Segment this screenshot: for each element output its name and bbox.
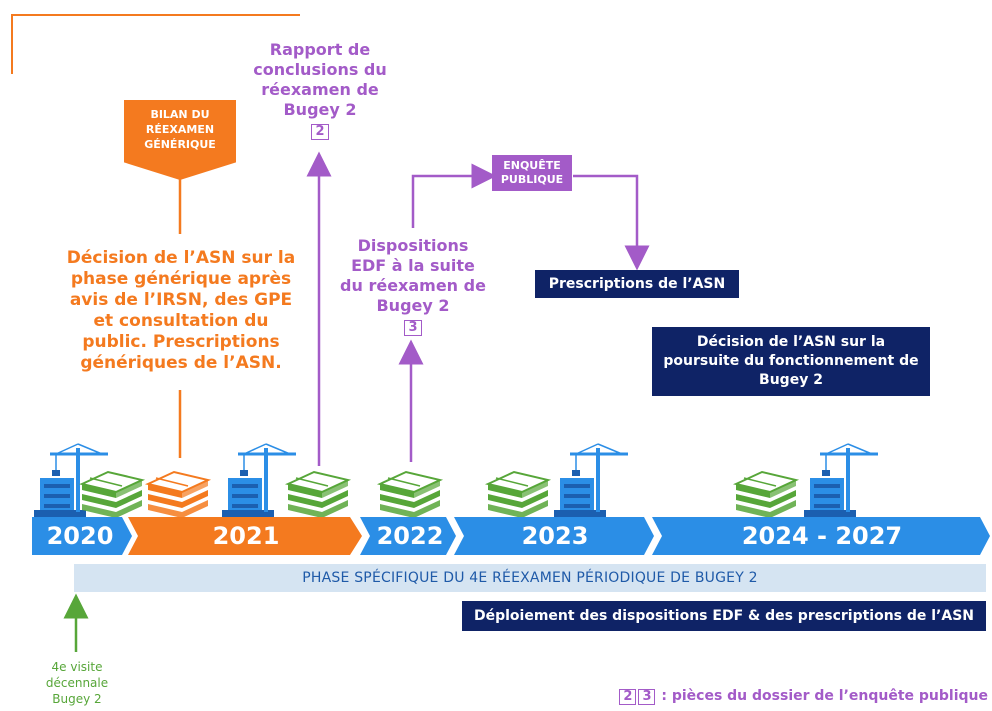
prescriptions-arrow xyxy=(573,174,650,271)
dispositions-ref: 3 xyxy=(404,320,422,336)
legend-ref-a: 2 xyxy=(619,689,637,705)
document-stack-icon xyxy=(147,471,209,519)
rapport-block: Rapport de conclusions du réexamen de Bu… xyxy=(250,40,390,140)
bilan-label: BILAN DU RÉEXAMEN GÉNÉRIQUE xyxy=(144,108,216,151)
year-label-2022: 2022 xyxy=(376,522,444,550)
year-arrow-2020 xyxy=(32,517,132,555)
year-label-2021: 2021 xyxy=(212,522,280,550)
document-stack-icon xyxy=(81,471,143,519)
crane-icon xyxy=(220,442,298,520)
document-stack-icon xyxy=(735,471,797,519)
year-label-2023: 2023 xyxy=(521,522,589,550)
crane-icon xyxy=(552,442,630,520)
document-stack-icon xyxy=(287,471,349,519)
legend-text: : pièces du dossier de l’enquête publiqu… xyxy=(661,688,988,704)
year-label-2024-2027: 2024 - 2027 xyxy=(741,522,903,550)
enquete-arrow xyxy=(411,163,497,228)
year-arrow-2022 xyxy=(360,517,456,555)
year-label-2020: 2020 xyxy=(46,522,114,550)
bilan-box xyxy=(124,100,236,180)
document-stack-icon xyxy=(487,471,549,519)
visite-decennale-text: 4e visite décennale Bugey 2 xyxy=(45,660,109,706)
deploiement-box: Déploiement des dispositions EDF & des p… xyxy=(462,601,986,631)
year-arrow-2021 xyxy=(128,517,362,555)
decision-generique-text: Décision de l’ASN sur la phase générique… xyxy=(66,248,296,373)
legend-ref-b: 3 xyxy=(638,689,656,705)
header-corner-line xyxy=(11,14,300,74)
dispositions-text: Dispositions EDF à la suite du réexamen … xyxy=(340,236,486,315)
document-stack-icon xyxy=(379,471,441,519)
decision-poursuite-box: Décision de l’ASN sur la poursuite du fo… xyxy=(652,327,930,396)
rapport-ref: 2 xyxy=(311,124,329,140)
year-arrow-2023 xyxy=(454,517,654,555)
rapport-text: Rapport de conclusions du réexamen de Bu… xyxy=(253,40,387,119)
prescriptions-asn-box: Prescriptions de l’ASN xyxy=(535,270,739,298)
dispositions-block: Dispositions EDF à la suite du réexamen … xyxy=(340,236,486,336)
crane-icon xyxy=(802,442,880,520)
phase-specifique-band: PHASE SPÉCIFIQUE DU 4E RÉEXAMEN PÉRIODIQ… xyxy=(74,564,986,592)
enquete-publique-box: ENQUÊTE PUBLIQUE xyxy=(492,155,572,191)
year-arrow-2024-2027 xyxy=(652,517,990,555)
